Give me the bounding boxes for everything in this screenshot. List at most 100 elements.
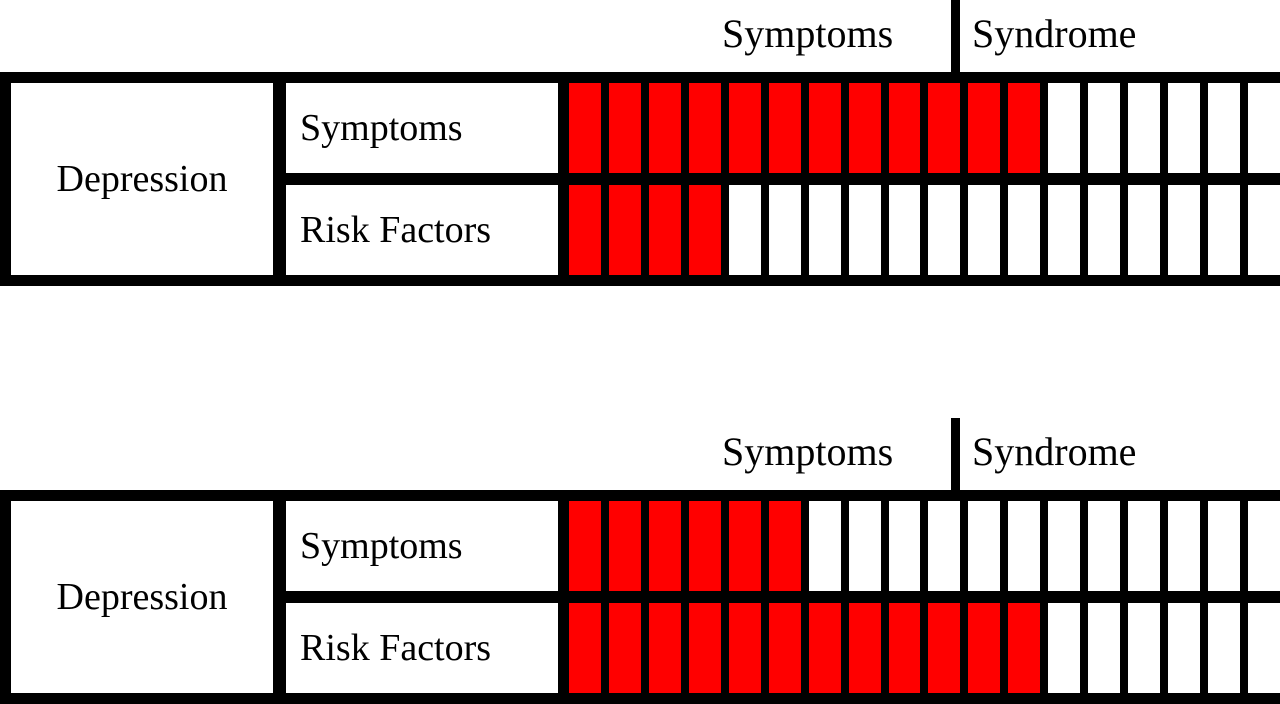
severity-cell-empty bbox=[1048, 185, 1089, 275]
severity-cell-empty bbox=[1208, 603, 1248, 693]
severity-cell-filled bbox=[768, 501, 809, 591]
cell-track-risk-factors bbox=[558, 185, 1280, 275]
severity-cell-filled bbox=[808, 603, 849, 693]
severity-cell-empty bbox=[1088, 185, 1129, 275]
severity-cell-empty bbox=[768, 185, 809, 275]
severity-cell-empty bbox=[928, 501, 969, 591]
scale-header-divider bbox=[951, 418, 960, 490]
depression-diagram-top: Symptoms Syndrome Depression Symptoms Ri… bbox=[0, 0, 1280, 286]
severity-cell-filled bbox=[569, 83, 609, 173]
row-label-risk-factors: Risk Factors bbox=[286, 185, 558, 275]
severity-table-inner: Depression Symptoms Risk Factors bbox=[11, 83, 1280, 275]
cell-track-risk-factors bbox=[558, 603, 1280, 693]
severity-cell-empty bbox=[968, 185, 1009, 275]
severity-cell-empty bbox=[1168, 83, 1208, 173]
severity-table-bottom: Depression Symptoms Risk Factors bbox=[0, 490, 1280, 704]
severity-cell-empty bbox=[1048, 83, 1089, 173]
cell-track-symptoms bbox=[558, 83, 1280, 173]
severity-cell-filled bbox=[648, 603, 689, 693]
scale-header-syndrome-label: Syndrome bbox=[972, 429, 1137, 474]
depression-diagram-bottom: Symptoms Syndrome Depression Symptoms Ri… bbox=[0, 418, 1280, 704]
row-label-symptoms: Symptoms bbox=[286, 501, 558, 591]
rows-area: Symptoms Risk Factors bbox=[286, 501, 1280, 693]
severity-cell-empty bbox=[1088, 603, 1129, 693]
severity-cell-filled bbox=[848, 83, 889, 173]
severity-cell-filled bbox=[569, 501, 609, 591]
row-divider bbox=[286, 591, 1280, 603]
severity-cell-empty bbox=[1008, 185, 1049, 275]
severity-cell-empty bbox=[1128, 501, 1169, 591]
severity-cell-empty bbox=[1128, 603, 1169, 693]
scale-header-top: Symptoms Syndrome bbox=[0, 0, 1280, 72]
severity-cell-filled bbox=[768, 603, 809, 693]
severity-cell-filled bbox=[728, 501, 769, 591]
severity-cell-empty bbox=[808, 501, 849, 591]
severity-cell-empty bbox=[1128, 185, 1169, 275]
severity-cell-empty bbox=[1208, 83, 1248, 173]
severity-cell-empty bbox=[1208, 501, 1248, 591]
scale-header-symptoms-label: Symptoms bbox=[722, 429, 894, 474]
severity-cell-filled bbox=[928, 603, 969, 693]
rows-area: Symptoms Risk Factors bbox=[286, 83, 1280, 275]
severity-cell-filled bbox=[608, 501, 649, 591]
severity-cell-empty bbox=[848, 501, 889, 591]
severity-cell-filled bbox=[808, 83, 849, 173]
severity-cell-empty bbox=[1247, 83, 1280, 173]
severity-cell-filled bbox=[688, 501, 729, 591]
scale-header-divider bbox=[951, 0, 960, 72]
severity-cell-filled bbox=[648, 501, 689, 591]
severity-cell-filled bbox=[648, 83, 689, 173]
table-row-symptoms: Symptoms bbox=[286, 83, 1280, 173]
severity-table-inner: Depression Symptoms Risk Factors bbox=[11, 501, 1280, 693]
severity-cell-filled bbox=[888, 83, 929, 173]
severity-cell-filled bbox=[1008, 83, 1049, 173]
severity-cell-filled bbox=[688, 185, 729, 275]
scale-header-symptoms-label: Symptoms bbox=[722, 11, 894, 56]
severity-cell-empty bbox=[848, 185, 889, 275]
severity-cell-filled bbox=[569, 185, 609, 275]
severity-table-top: Depression Symptoms Risk Factors bbox=[0, 72, 1280, 286]
severity-cell-empty bbox=[1128, 83, 1169, 173]
table-row-risk-factors: Risk Factors bbox=[286, 603, 1280, 693]
severity-cell-filled bbox=[968, 83, 1009, 173]
severity-cell-empty bbox=[1247, 185, 1280, 275]
severity-cell-empty bbox=[1247, 603, 1280, 693]
severity-cell-filled bbox=[968, 603, 1009, 693]
severity-cell-empty bbox=[808, 185, 849, 275]
severity-cell-empty bbox=[888, 185, 929, 275]
severity-cell-empty bbox=[728, 185, 769, 275]
row-divider bbox=[286, 173, 1280, 185]
scale-header-bottom: Symptoms Syndrome bbox=[0, 418, 1280, 490]
severity-cell-empty bbox=[1208, 185, 1248, 275]
severity-cell-empty bbox=[968, 501, 1009, 591]
column-divider bbox=[273, 83, 286, 275]
severity-cell-empty bbox=[1168, 501, 1208, 591]
cell-track-symptoms bbox=[558, 501, 1280, 591]
table-row-symptoms: Symptoms bbox=[286, 501, 1280, 591]
severity-cell-filled bbox=[608, 603, 649, 693]
severity-cell-empty bbox=[928, 185, 969, 275]
severity-cell-filled bbox=[888, 603, 929, 693]
severity-cell-filled bbox=[688, 603, 729, 693]
severity-cell-empty bbox=[1048, 501, 1089, 591]
severity-cell-empty bbox=[1168, 185, 1208, 275]
severity-cell-empty bbox=[1008, 501, 1049, 591]
severity-cell-empty bbox=[1088, 83, 1129, 173]
severity-cell-filled bbox=[648, 185, 689, 275]
severity-cell-empty bbox=[1088, 501, 1129, 591]
severity-cell-filled bbox=[728, 603, 769, 693]
severity-cell-filled bbox=[728, 83, 769, 173]
severity-cell-filled bbox=[1008, 603, 1049, 693]
severity-cell-filled bbox=[848, 603, 889, 693]
severity-cell-empty bbox=[1168, 603, 1208, 693]
row-label-symptoms: Symptoms bbox=[286, 83, 558, 173]
column-divider bbox=[273, 501, 286, 693]
scale-header-syndrome-label: Syndrome bbox=[972, 11, 1137, 56]
severity-cell-filled bbox=[608, 185, 649, 275]
row-label-risk-factors: Risk Factors bbox=[286, 603, 558, 693]
table-row-risk-factors: Risk Factors bbox=[286, 185, 1280, 275]
severity-cell-filled bbox=[688, 83, 729, 173]
severity-cell-filled bbox=[768, 83, 809, 173]
severity-cell-empty bbox=[1048, 603, 1089, 693]
